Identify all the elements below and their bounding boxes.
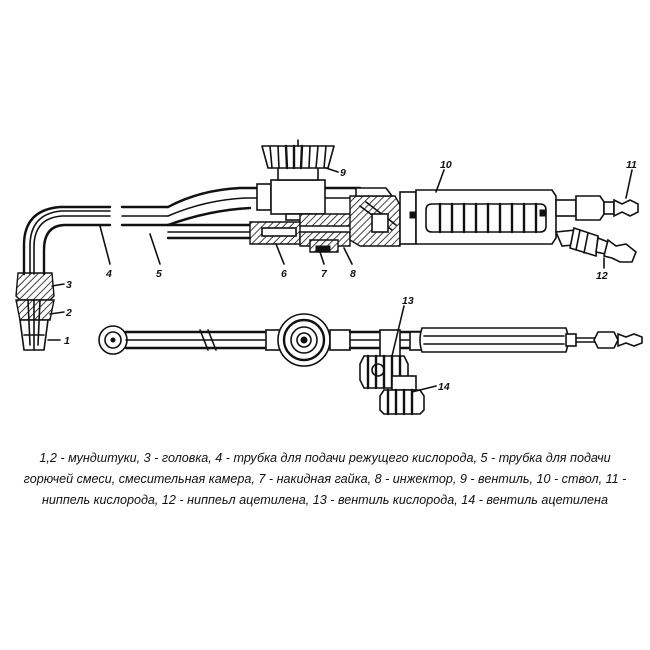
valve-9 [256, 139, 335, 221]
label-10: 10 [440, 159, 452, 171]
label-4: 4 [105, 268, 112, 280]
acetylene-valve-14 [379, 375, 425, 416]
label-12: 12 [596, 270, 608, 282]
label-9: 9 [340, 167, 346, 179]
nozzle-head-assembly [15, 272, 55, 351]
mixing-chamber-assembly [249, 187, 401, 253]
label-6: 6 [281, 268, 287, 280]
label-11: 11 [626, 159, 637, 171]
mixture-tube [120, 186, 362, 240]
label-14: 14 [438, 381, 450, 393]
figure-caption: 1,2 - мундштуки, 3 - головка, 4 - трубка… [23, 451, 627, 507]
label-1: 1 [64, 335, 70, 347]
label-2: 2 [65, 307, 72, 319]
cutting-oxygen-tube [22, 205, 112, 276]
label-13: 13 [402, 295, 414, 307]
label-5: 5 [156, 268, 162, 280]
acetylene-nipple-12 [554, 226, 637, 263]
label-3: 3 [66, 279, 72, 291]
torch-top-view [98, 313, 643, 416]
label-8: 8 [350, 268, 356, 280]
label-7: 7 [321, 268, 328, 280]
barrel-10 [399, 189, 557, 245]
torch-side-view [15, 139, 639, 351]
callouts: 1 2 3 4 5 6 7 8 9 10 11 12 13 14 [47, 159, 637, 393]
oxygen-nipple-11 [555, 195, 639, 221]
cutting-torch-diagram: 1 2 3 4 5 6 7 8 9 10 11 12 13 14 [15, 139, 643, 416]
